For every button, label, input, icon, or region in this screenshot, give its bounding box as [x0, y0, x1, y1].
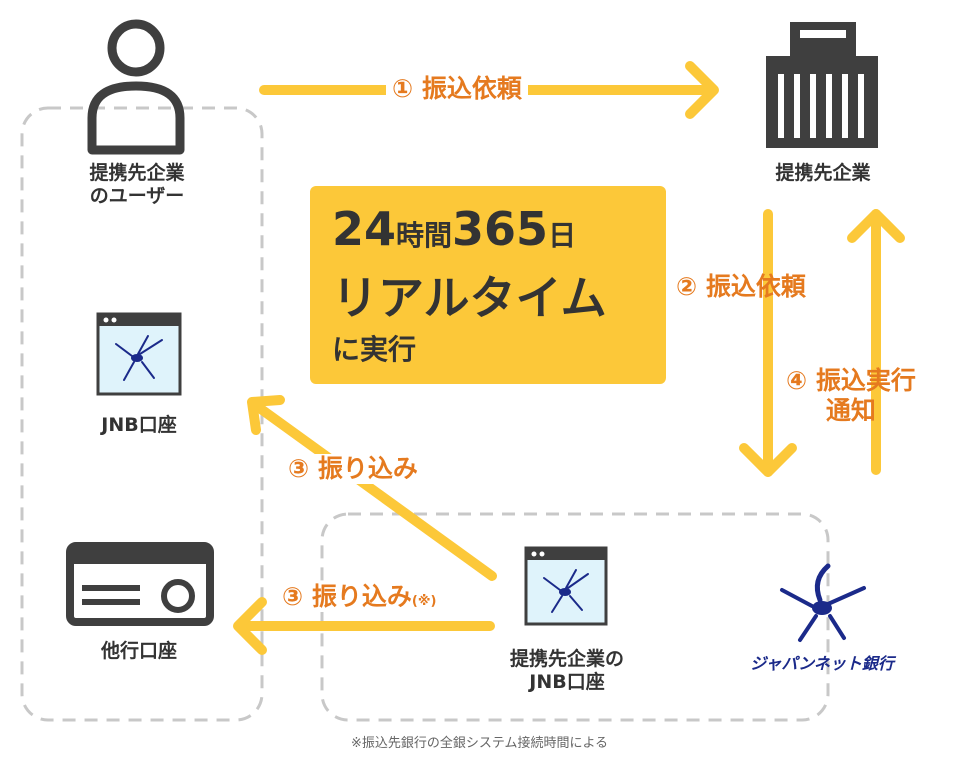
other-account-label: 他行口座 — [100, 640, 177, 662]
step3b-label: ③ 振り込み(※) — [278, 582, 441, 612]
bank-group-box — [320, 512, 830, 722]
highlight-word-hours: 時間 — [396, 219, 453, 252]
highlight-num-24: 24 — [332, 202, 397, 256]
partner-jnb-label: 提携先企業の JNB口座 — [486, 648, 648, 694]
step3a-label: ③ 振り込み — [284, 454, 422, 484]
step2-label: ② 振込依頼 — [676, 272, 806, 301]
arrow-step2 — [739, 209, 797, 477]
highlight-word-days: 日 — [548, 219, 577, 252]
jnb-account-label: JNB口座 — [101, 414, 177, 436]
user-label-line2: のユーザー — [89, 184, 185, 207]
highlight-num-365: 365 — [452, 202, 549, 256]
partner-jnb-label-line1: 提携先企業の — [509, 648, 624, 670]
arrow-step3a — [247, 395, 497, 581]
jnb-account-icon — [96, 312, 182, 396]
arrow-step4 — [847, 209, 905, 475]
user-label-line1: 提携先企業 — [89, 162, 185, 184]
step3b-mark: (※) — [411, 594, 437, 609]
footnote: ※振込先銀行の全銀システム接続時間による — [350, 736, 609, 751]
step3b-text: ③ 振り込み — [282, 582, 412, 611]
user-icon — [87, 19, 185, 155]
step4-label-line2: 通知 — [825, 396, 876, 425]
company-label: 提携先企業 — [775, 162, 871, 184]
highlight-line1: 24時間365日 — [332, 202, 576, 256]
step4-label: ④ 振込実行 通知 — [786, 366, 916, 426]
bank-name: ジャパンネット銀行 — [750, 654, 894, 673]
other-bank-card-icon — [66, 542, 214, 626]
user-label: 提携先企業 のユーザー — [66, 162, 208, 208]
highlight-line2: リアルタイム — [332, 271, 607, 325]
step1-label: ① 振込依頼 — [386, 74, 528, 104]
arrow-step3b — [233, 597, 495, 655]
partner-jnb-label-line2: JNB口座 — [529, 670, 605, 693]
highlight-line3: に実行 — [332, 333, 417, 366]
realtime-highlight-box: 24時間365日 リアルタイム に実行 — [310, 186, 666, 384]
step4-label-line1: ④ 振込実行 — [786, 366, 916, 395]
building-icon — [766, 22, 878, 148]
jnb-bank-logo — [780, 563, 866, 642]
partner-jnb-account-icon — [524, 546, 608, 626]
